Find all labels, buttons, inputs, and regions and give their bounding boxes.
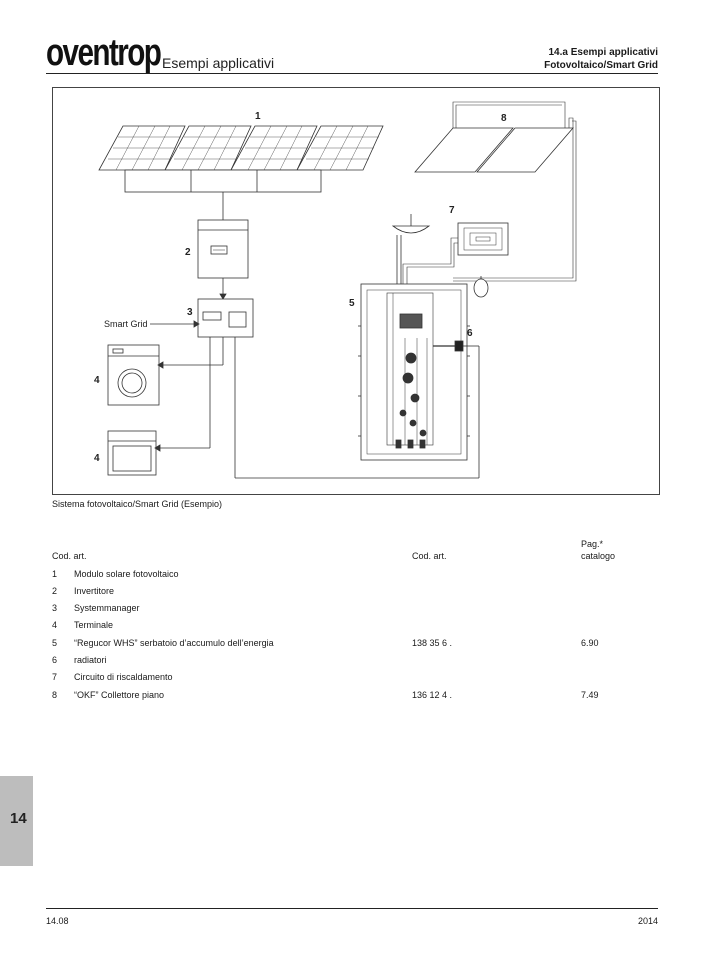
row-description: Terminale bbox=[74, 620, 114, 630]
table-row: 5 “Regucor WHS” serbatoio d’accumulo del… bbox=[52, 638, 652, 650]
table-header-code: Cod. art. bbox=[52, 551, 87, 561]
label-smart-grid: Smart Grid bbox=[104, 319, 148, 329]
chapter-tab: 14 bbox=[0, 776, 33, 866]
row-number: 3 bbox=[52, 603, 58, 613]
dishwasher bbox=[107, 337, 211, 476]
table-row: 1 Modulo solare fotovoltaico bbox=[52, 569, 652, 581]
row-description: Invertitore bbox=[74, 586, 115, 596]
washing-machine bbox=[107, 344, 224, 406]
section-title-line1: 14.a Esempi applicativi bbox=[548, 47, 659, 58]
row-page: 7.49 bbox=[581, 690, 599, 700]
table-row: 7 Circuito di riscaldamento bbox=[52, 672, 652, 684]
label-3: 3 bbox=[187, 307, 193, 318]
footer-rule bbox=[46, 908, 658, 909]
row-number: 7 bbox=[52, 672, 58, 682]
table-row: 6 radiatori bbox=[52, 655, 652, 667]
label-4a: 4 bbox=[94, 375, 100, 386]
footer-page-number: 14.08 bbox=[46, 916, 69, 926]
label-4b: 4 bbox=[94, 453, 100, 464]
system-manager bbox=[150, 298, 480, 479]
table-header-page: Pag.* catalogo bbox=[581, 538, 615, 562]
sink bbox=[391, 214, 431, 288]
label-8: 8 bbox=[501, 113, 507, 124]
label-5: 5 bbox=[349, 298, 355, 309]
row-number: 1 bbox=[52, 569, 58, 579]
label-1: 1 bbox=[255, 111, 261, 122]
label-2: 2 bbox=[185, 247, 191, 258]
chapter-tab-number: 14 bbox=[10, 810, 27, 827]
table-row: 4 Terminale bbox=[52, 620, 652, 632]
label-7: 7 bbox=[449, 205, 455, 216]
pv-modules bbox=[98, 125, 384, 220]
row-description: Modulo solare fotovoltaico bbox=[74, 569, 179, 579]
storage-tank bbox=[358, 283, 470, 461]
row-number: 2 bbox=[52, 586, 58, 596]
label-6: 6 bbox=[467, 328, 473, 339]
heating-circuit bbox=[402, 222, 509, 288]
section-title-line2: Fotovoltaico/Smart Grid bbox=[544, 60, 658, 71]
table-row: 8 “OKF” Collettore piano 136 12 4 . 7.49 bbox=[52, 690, 652, 702]
row-code: 136 12 4 . bbox=[412, 690, 453, 700]
page-subtitle: Esempi applicativi bbox=[162, 55, 275, 71]
row-number: 8 bbox=[52, 690, 58, 700]
row-description: “OKF” Collettore piano bbox=[74, 690, 165, 700]
brand-logo: oventrop bbox=[46, 32, 162, 74]
row-number: 4 bbox=[52, 620, 58, 630]
row-description: “Regucor WHS” serbatoio d’accumulo dell’… bbox=[74, 638, 274, 648]
header-rule bbox=[46, 73, 658, 74]
table-header-page-line1: Pag.* bbox=[581, 539, 604, 549]
row-description: Systemmanager bbox=[74, 603, 140, 613]
table-header-page-line2: catalogo bbox=[581, 551, 616, 561]
diagram-caption: Sistema fotovoltaico/Smart Grid (Esempio… bbox=[52, 499, 223, 509]
table-row: 3 Systemmanager bbox=[52, 603, 652, 615]
row-number: 6 bbox=[52, 655, 58, 665]
section-title: 14.a Esempi applicativi Fotovoltaico/Sma… bbox=[544, 46, 658, 72]
expansion-vessel bbox=[473, 276, 489, 298]
solar-collectors bbox=[414, 101, 577, 282]
row-page: 6.90 bbox=[581, 638, 599, 648]
system-diagram-svg: 1 2 3 4 4 5 6 7 8 Smart Grid bbox=[94, 101, 577, 479]
radiator-connection bbox=[433, 340, 479, 352]
row-description: radiatori bbox=[74, 655, 107, 665]
row-code: 138 35 6 . bbox=[412, 638, 453, 648]
row-description: Circuito di riscaldamento bbox=[74, 672, 173, 682]
footer-year: 2014 bbox=[637, 916, 658, 926]
inverter bbox=[197, 219, 249, 300]
system-diagram: 1 2 3 4 4 5 6 7 8 Smart Grid bbox=[52, 87, 660, 495]
table-row: 2 Invertitore bbox=[52, 586, 652, 598]
table-header-code2: Cod. art. bbox=[412, 551, 447, 561]
row-number: 5 bbox=[52, 638, 58, 648]
